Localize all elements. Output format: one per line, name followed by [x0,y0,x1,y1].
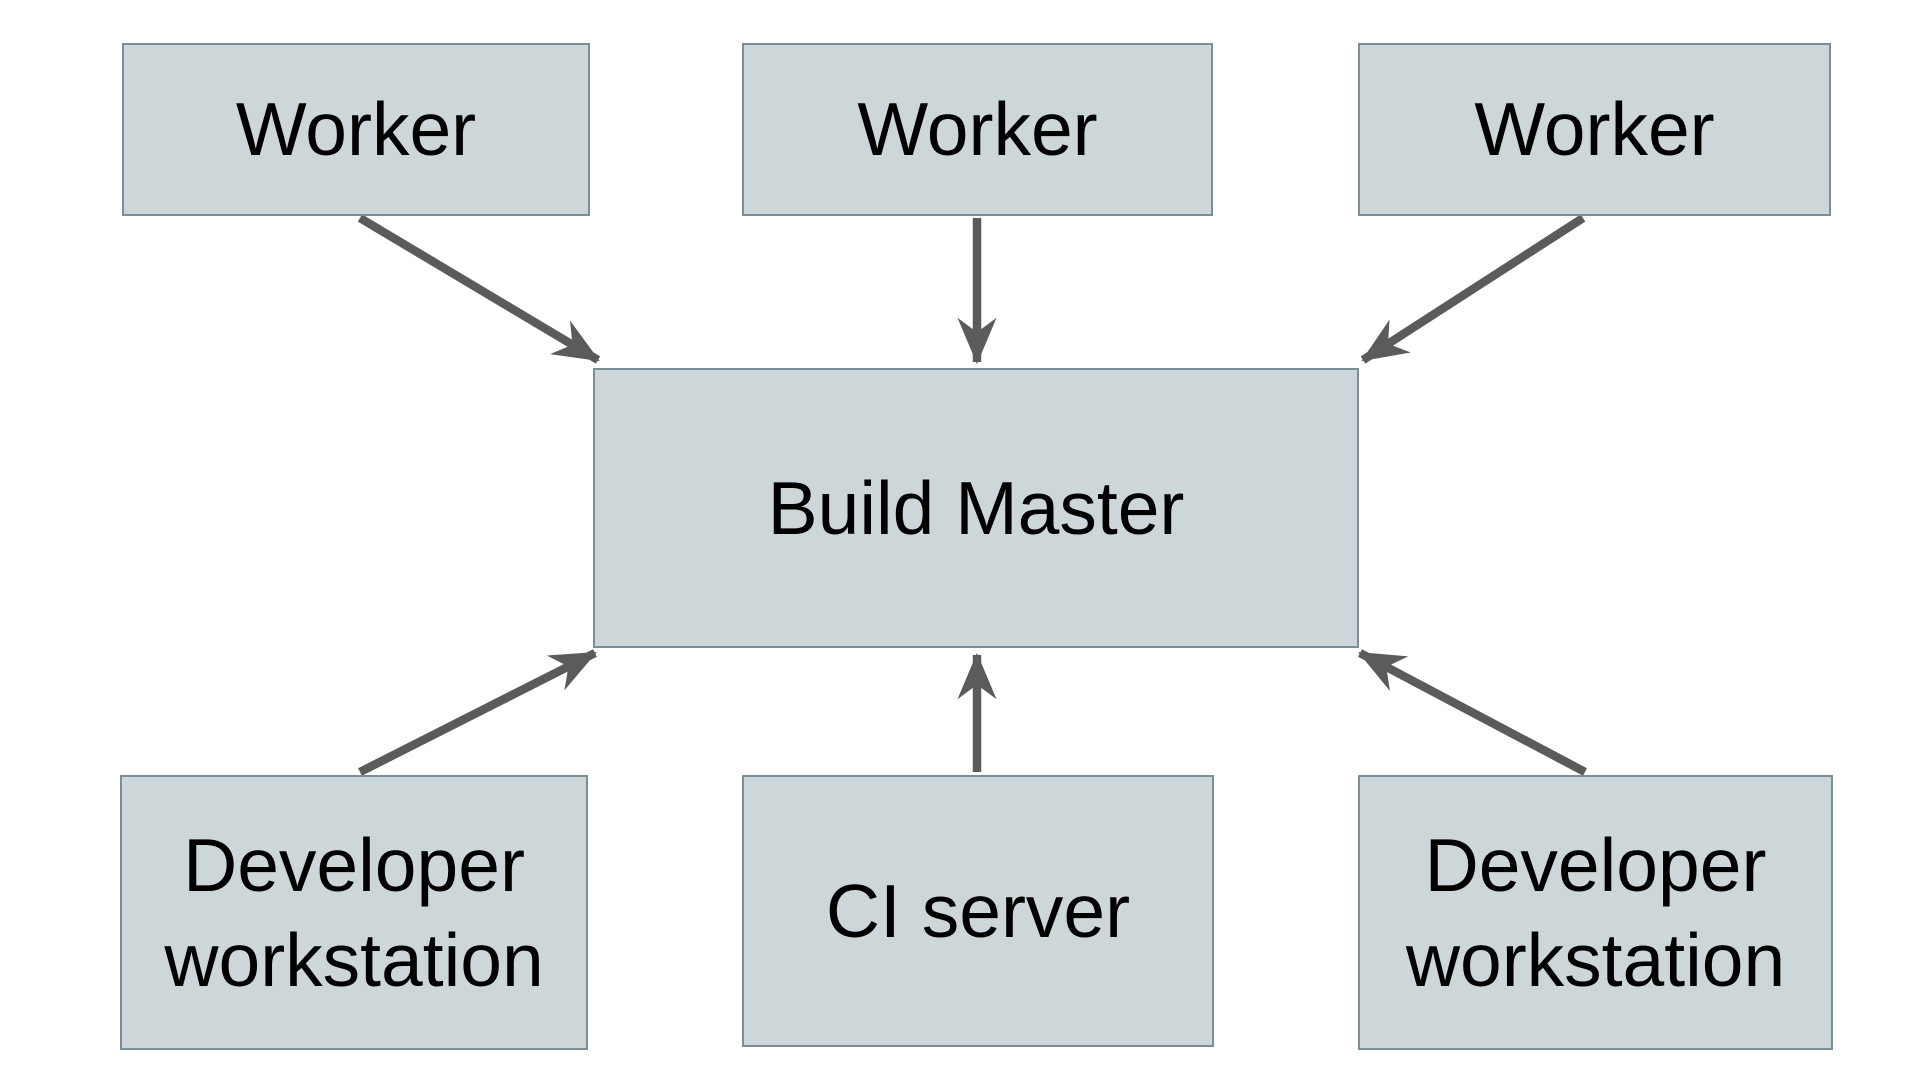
node-label: CI server [825,868,1131,953]
node-build-master: Build Master [593,368,1359,648]
node-dev-ws-2: Developer workstation [1358,775,1833,1050]
node-worker-3: Worker [1358,43,1831,216]
node-label: Developer workstation [164,823,544,1002]
arrow-worker-1-to-build-master [357,214,601,364]
arrow-worker-3-to-build-master [1360,214,1586,364]
node-worker-2: Worker [742,43,1213,216]
node-label: Worker [1474,87,1715,172]
arrow-dev-ws-1-to-build-master [358,649,597,776]
node-label: Worker [235,87,477,172]
arrow-dev-ws-2-to-build-master [1358,649,1587,776]
node-ci-server: CI server [742,775,1214,1047]
node-label: Developer workstation [1405,823,1786,1002]
node-label: Worker [857,87,1098,172]
node-label: Build Master [767,465,1185,550]
node-worker-1: Worker [122,43,590,216]
node-dev-ws-1: Developer workstation [120,775,588,1050]
